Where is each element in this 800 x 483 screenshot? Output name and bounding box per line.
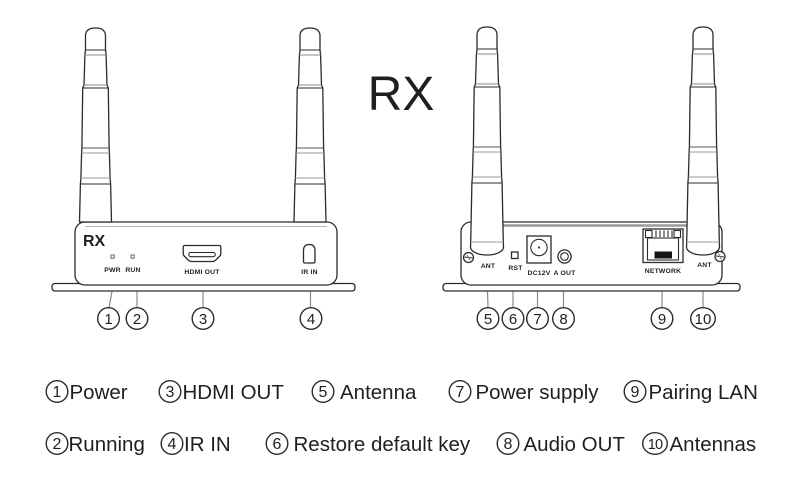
legend-label-audio-out: Audio OUT xyxy=(524,433,626,456)
legend: 1 Power 3 HDMI OUT 5 Antenna 7 Power sup… xyxy=(45,380,758,456)
rear-view: ANT ANT RST DC12V A OUT xyxy=(442,26,741,331)
dc-jack-label: DC12V xyxy=(528,270,551,277)
legend-label-pairing-lan: Pairing LAN xyxy=(649,381,758,404)
legend-item-8: 8 Audio OUT xyxy=(496,432,626,456)
callout-7-num: 7 xyxy=(533,311,541,328)
front-view: RX PWR RUN HDMI OUT IR IN 1 2 3 4 xyxy=(51,27,356,331)
callout-10-num: 10 xyxy=(695,311,712,328)
callout-3-num: 3 xyxy=(199,311,207,328)
rj45-port-label: NETWORK xyxy=(645,268,682,275)
legend-label-power: Power xyxy=(70,381,128,404)
legend-label-hdmi-out: HDMI OUT xyxy=(183,381,285,404)
callout-2 xyxy=(125,307,149,331)
legend-num-6: 6 xyxy=(273,436,282,453)
legend-num-10: 10 xyxy=(648,437,663,453)
legend-label-restore-default-key: Restore default key xyxy=(294,433,471,456)
legend-num-3: 3 xyxy=(166,384,175,401)
hdmi-port-label: HDMI OUT xyxy=(184,269,220,276)
callout-3 xyxy=(191,307,215,331)
legend-circle-3 xyxy=(158,380,182,404)
reset-button-label: RST xyxy=(508,265,523,272)
ant-left-label: ANT xyxy=(481,263,496,270)
legend-circle-10 xyxy=(642,432,669,456)
callout-8 xyxy=(552,307,576,331)
legend-circle-6 xyxy=(265,432,289,456)
rear-antenna-left xyxy=(469,26,505,256)
ant-screw-left-icon xyxy=(462,251,475,264)
callout-2-num: 2 xyxy=(133,311,141,328)
front-callouts: 1 2 3 4 xyxy=(96,291,323,331)
legend-num-7: 7 xyxy=(456,384,465,401)
legend-circle-8 xyxy=(496,432,520,456)
callout-5-num: 5 xyxy=(484,311,492,328)
callout-1-num: 1 xyxy=(104,311,112,328)
callout-9-num: 9 xyxy=(658,311,666,328)
legend-num-2: 2 xyxy=(53,436,62,453)
ir-window-label: IR IN xyxy=(301,269,317,276)
legend-item-6: 6 Restore default key xyxy=(265,432,471,456)
callout-9 xyxy=(650,307,674,331)
ant-right-label: ANT xyxy=(697,262,712,269)
callout-10 xyxy=(690,307,717,331)
legend-label-antenna: Antenna xyxy=(340,381,417,404)
legend-item-3: 3 HDMI OUT xyxy=(158,380,285,404)
callout-6 xyxy=(501,307,525,331)
legend-circle-4 xyxy=(160,432,184,456)
run-led xyxy=(130,254,135,259)
callout-1 xyxy=(96,307,120,331)
legend-num-8: 8 xyxy=(504,436,513,453)
legend-item-4: 4 IR IN xyxy=(160,432,231,456)
callout-6-num: 6 xyxy=(509,311,517,328)
legend-num-4: 4 xyxy=(168,436,177,453)
legend-label-running: Running xyxy=(69,433,145,456)
pwr-led xyxy=(110,254,115,259)
legend-item-1: 1 Power xyxy=(45,380,128,404)
legend-item-9: 9 Pairing LAN xyxy=(623,380,758,404)
callout-8-num: 8 xyxy=(559,311,567,328)
front-antenna-right xyxy=(293,27,327,223)
run-led-label: RUN xyxy=(125,267,140,274)
pwr-led-label: PWR xyxy=(104,267,120,274)
legend-item-10: 10 Antennas xyxy=(642,432,757,456)
rj45-port-icon xyxy=(642,228,684,264)
legend-circle-2 xyxy=(45,432,69,456)
legend-circle-1 xyxy=(45,380,69,404)
reset-button-icon xyxy=(510,251,519,260)
audio-jack-icon xyxy=(557,249,572,264)
legend-num-5: 5 xyxy=(319,384,328,401)
legend-item-5: 5 Antenna xyxy=(311,380,417,404)
legend-circle-7 xyxy=(448,380,472,404)
callout-5 xyxy=(476,307,500,331)
legend-label-power-supply: Power supply xyxy=(476,381,600,404)
audio-jack-label: A OUT xyxy=(554,270,577,277)
rear-antenna-right xyxy=(685,26,721,256)
legend-label-antennas: Antennas xyxy=(670,433,757,456)
rear-callouts: 5 6 7 8 9 10 xyxy=(476,291,717,331)
callout-4-num: 4 xyxy=(307,311,315,328)
legend-num-9: 9 xyxy=(631,384,640,401)
front-panel-label: RX xyxy=(83,233,106,250)
callout-7 xyxy=(526,307,550,331)
legend-item-7: 7 Power supply xyxy=(448,380,600,404)
legend-item-2: 2 Running xyxy=(45,432,145,456)
front-antenna-left xyxy=(78,27,113,223)
page-title: RX xyxy=(368,68,435,121)
callout-4 xyxy=(299,307,323,331)
dc-jack-icon xyxy=(526,235,552,264)
legend-circle-5 xyxy=(311,380,335,404)
ir-window-icon xyxy=(302,243,316,264)
hdmi-port-icon xyxy=(182,244,222,263)
legend-label-ir-in: IR IN xyxy=(184,433,231,456)
legend-num-1: 1 xyxy=(53,384,62,401)
legend-circle-9 xyxy=(623,380,647,404)
ant-screw-right-icon xyxy=(714,250,726,263)
